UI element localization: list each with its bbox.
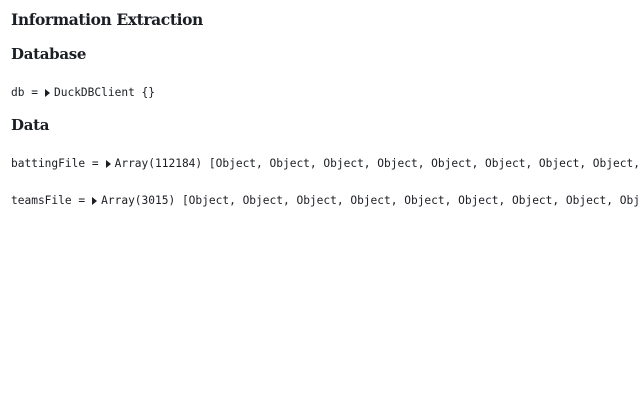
cell-db: db = DuckDBClient {} (11, 85, 155, 101)
notebook: Information Extraction Database db = Duc… (11, 0, 640, 400)
page-title: Information Extraction (11, 10, 203, 29)
variable-name: db (11, 86, 25, 99)
caret-right-icon[interactable] (105, 160, 111, 168)
section-heading-data: Data (11, 116, 50, 134)
variable-name: teamsFile (11, 194, 72, 207)
equals-sign: = (78, 194, 86, 207)
equals-sign: = (31, 86, 38, 99)
cell-teams-file: teamsFile = Array(3015) [Object, Object,… (11, 193, 640, 209)
cell-batting-file: battingFile = Array(112184) [Object, Obj… (11, 156, 640, 172)
inspector-value[interactable]: Array(3015) [Object, Object, Object, Obj… (101, 194, 640, 207)
variable-name: battingFile (11, 157, 86, 170)
section-heading-database: Database (11, 45, 87, 63)
inspector-value[interactable]: Array(112184) [Object, Object, Object, O… (114, 157, 640, 170)
caret-right-icon[interactable] (92, 197, 98, 205)
equals-sign: = (91, 157, 99, 170)
inspector-value[interactable]: DuckDBClient {} (53, 86, 156, 99)
caret-right-icon[interactable] (44, 89, 50, 97)
